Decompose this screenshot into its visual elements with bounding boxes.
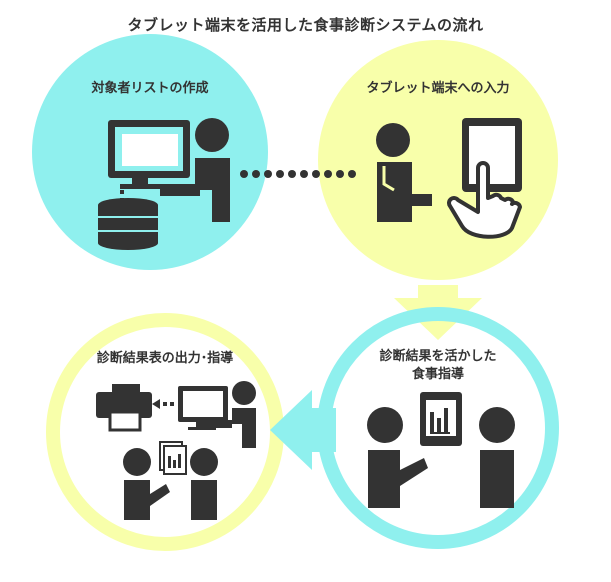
step4-label: 診断結果表の出力･指導 (96, 351, 234, 366)
person-small-left-icon (123, 448, 170, 520)
tablet-chart-icon (420, 392, 462, 446)
database-icon (98, 198, 158, 250)
arrow-dashes (152, 399, 174, 409)
person-small-operator-icon (208, 381, 256, 448)
pointing-hand-icon (447, 161, 522, 239)
step1-label: 対象者リストの作成 (91, 81, 209, 96)
arrow-left (270, 390, 336, 470)
step2-label: タブレット端末への入力 (366, 81, 510, 96)
person-small-right-icon (190, 448, 218, 520)
person-right-icon (479, 407, 515, 508)
tablet-icon (462, 118, 522, 192)
printer-icon (96, 384, 152, 432)
step3-label: 診断結果を活かした 食事指導 (379, 349, 497, 382)
dotted-connector (240, 170, 356, 178)
person-left-icon (367, 407, 428, 508)
small-monitor-icon (178, 386, 228, 430)
person-operator-icon (160, 118, 230, 222)
document-icon (159, 441, 187, 475)
person-icon (376, 123, 432, 222)
monitor-icon (108, 120, 190, 189)
diagram-title: タブレット端末を活用した食事診断システムの流れ (127, 16, 484, 34)
